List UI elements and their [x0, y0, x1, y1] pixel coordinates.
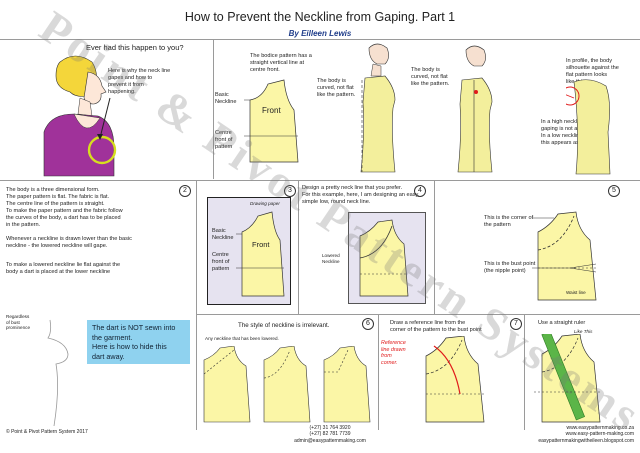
drawing-paper-label: Drawing paper	[250, 201, 280, 206]
divider-top-col1	[213, 39, 214, 179]
copyright: © Point & Pivot Pattern System 2017	[6, 429, 88, 435]
waist-line-label: Waist line	[566, 290, 586, 295]
bodice-pattern-drawing	[244, 79, 299, 163]
body-silhouette-2	[457, 45, 493, 173]
body-silhouette-1	[360, 43, 396, 173]
step-4-text: Design a pretty neck line that you prefe…	[302, 185, 420, 205]
step-2-paragraph-3: To make a lowered neckline lie flat agai…	[6, 262, 121, 275]
step-6-title: The style of neckline is irrelevant.	[238, 322, 330, 329]
step-4-badge: 4	[414, 185, 426, 197]
body-silhouette-3	[566, 79, 611, 175]
step-3-front-label: Front	[252, 240, 270, 249]
divider-lower-col1	[378, 314, 379, 430]
divider-mid-col3	[434, 180, 435, 314]
front-label: Front	[262, 106, 281, 115]
gaping-highlight-circle	[87, 135, 117, 165]
divider-top	[0, 39, 640, 40]
woman-gaping-illustration	[43, 55, 117, 177]
step-5-pattern	[532, 211, 597, 301]
face	[83, 71, 107, 105]
pointer-arrow	[99, 97, 111, 139]
divider-lower	[196, 314, 640, 315]
step-3-badge: 3	[284, 185, 296, 197]
skin-neckline	[73, 113, 101, 129]
page-title: How to Prevent the Neckline from Gaping.…	[184, 10, 456, 24]
step-6-subtitle: Any neckline that has been lowered.	[205, 336, 279, 341]
step-3-pattern	[236, 211, 285, 297]
dart-note-box	[87, 320, 190, 364]
bust-point-label: This is the bust point(the nipple point)	[484, 261, 536, 274]
divider-lower-col2	[524, 314, 525, 430]
divider-mid	[0, 180, 640, 181]
step-8-title: Use a straight ruler	[538, 320, 586, 326]
byline: By Eilleen Lewis	[288, 29, 352, 38]
step-2-badge: 2	[179, 185, 191, 197]
step-5-badge: 5	[608, 185, 620, 197]
divider-mid-col1	[196, 180, 197, 430]
step-4-pattern	[359, 219, 409, 297]
step-7-badge: 7	[510, 318, 522, 330]
step-2-paragraph-2: Whenever a neckline is drawn lower than …	[6, 236, 132, 249]
straight-ruler-icon	[541, 334, 586, 421]
step-6-badge: 6	[362, 318, 374, 330]
step-6-pattern-variations	[203, 346, 371, 423]
step-2-paragraph-1: The body is a three dimensional form.The…	[6, 187, 123, 228]
divider-mid-col2	[298, 180, 299, 314]
step-7-pattern	[425, 336, 485, 423]
bust-profile-outline	[47, 319, 69, 427]
step-8-subtitle: Like This	[574, 329, 593, 334]
step-8-pattern-with-ruler	[534, 334, 601, 423]
question-text: Ever had this happen to you?	[86, 43, 184, 52]
